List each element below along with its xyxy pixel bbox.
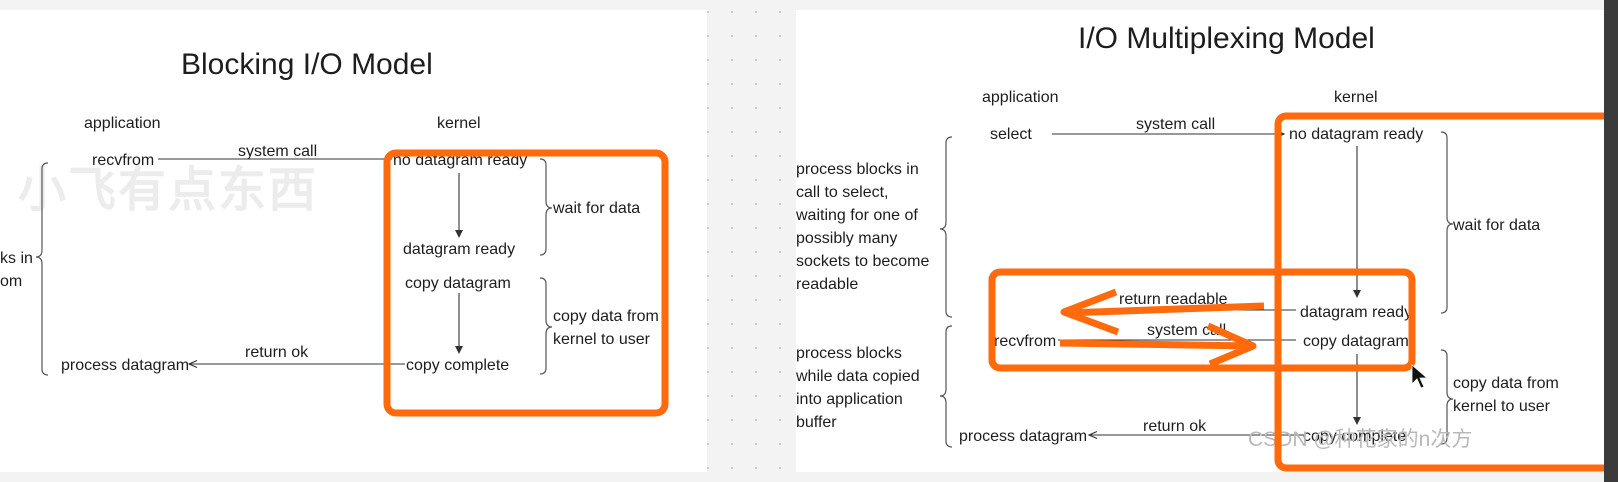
select-blocks-line: possibly many [796,230,897,247]
copy-arrow-head [1353,417,1361,425]
copy-complete-label: copy complete [1303,428,1406,445]
blocking-io-diagram: 小飞有点东西 Blocking I/O Model application ke… [0,48,669,417]
copy-blocks-brace [939,325,953,448]
highlight-box [383,149,669,417]
select-blocks-line: process blocks in [796,161,919,178]
process-datagram-label: process datagram [61,357,189,374]
kernel-highlight-box [1274,112,1614,472]
csdn-watermark: CSDN @种花家的n次方 [1248,428,1472,451]
copy-data-label-line1: copy data from [1453,375,1559,392]
copy-blocks-line: buffer [796,414,837,431]
application-column-label: application [84,115,161,132]
return-readable-arrow-mark [1060,288,1265,336]
recvfrom-highlight-box [988,268,1416,372]
recvfrom-label: recvfrom [994,333,1056,350]
io-multiplexing-diagram: I/O Multiplexing Model application kerne… [796,22,1614,472]
copy-datagram-label: copy datagram [1303,333,1409,350]
system-call-2-label: system call [1147,322,1226,339]
application-column-label: application [982,89,1059,106]
return-ok-label: return ok [245,344,309,361]
system-call-arrow-mark [1059,322,1257,368]
system-call-label: system call [1136,116,1215,133]
blocks-label-line2: om [0,273,22,290]
wait-arrow-head [1353,290,1361,298]
diagram-title: Blocking I/O Model [181,48,433,81]
copy-blocks-line: process blocks [796,345,902,362]
copy-brace [539,277,553,375]
select-blocks-line: call to select, [796,184,888,201]
system-call-label: system call [238,143,317,160]
wait-for-data-label: wait for data [1452,217,1540,234]
select-blocks-line: waiting for one of [796,207,918,224]
kernel-column-label: kernel [437,115,481,132]
blocking-io-slide: 小飞有点东西 Blocking I/O Model application ke… [0,10,707,472]
return-readable-label: return readable [1119,291,1228,308]
copy-blocks-text: process blocks while data copied into ap… [796,345,924,431]
wait-arrow-head [455,230,463,238]
copy-blocks-line: while data copied [796,368,920,385]
copy-blocks-line: into application [796,391,903,408]
wait-for-data-label: wait for data [552,200,640,217]
blocks-brace [35,162,49,376]
window-edge [1604,0,1618,482]
copy-data-label-line2: kernel to user [1453,398,1551,415]
mouse-cursor-icon [1411,364,1429,389]
kernel-column-label: kernel [1334,89,1378,106]
select-blocks-brace [939,136,953,318]
select-blocks-line: readable [796,276,858,293]
blocks-label-line1: ks in [0,250,33,267]
copy-data-label-line1: copy data from [553,308,659,325]
diagram-title: I/O Multiplexing Model [1078,22,1375,55]
watermark-text: 小飞有点东西 [18,164,318,217]
wait-brace [1440,131,1454,314]
wait-brace [539,158,553,256]
return-ok-label: return ok [1143,418,1207,435]
io-multiplexing-slide: I/O Multiplexing Model application kerne… [796,10,1614,472]
recvfrom-label: recvfrom [92,152,154,169]
datagram-ready-label: datagram ready [403,241,515,258]
select-label: select [990,126,1032,143]
copy-brace [1440,349,1454,445]
select-blocks-line: sockets to become [796,253,930,270]
copy-data-label-line2: kernel to user [553,331,651,348]
return-ok-arrow-head [187,359,198,369]
process-datagram-label: process datagram [959,428,1087,445]
copy-complete-label: copy complete [406,357,509,374]
return-ok-arrow-head [1087,430,1098,440]
no-datagram-ready-label: no datagram ready [1289,126,1423,143]
copy-arrow-head [455,346,463,354]
copy-datagram-label: copy datagram [405,275,511,292]
datagram-ready-label: datagram ready [1300,304,1412,321]
select-blocks-text: process blocks in call to select, waitin… [796,161,934,293]
